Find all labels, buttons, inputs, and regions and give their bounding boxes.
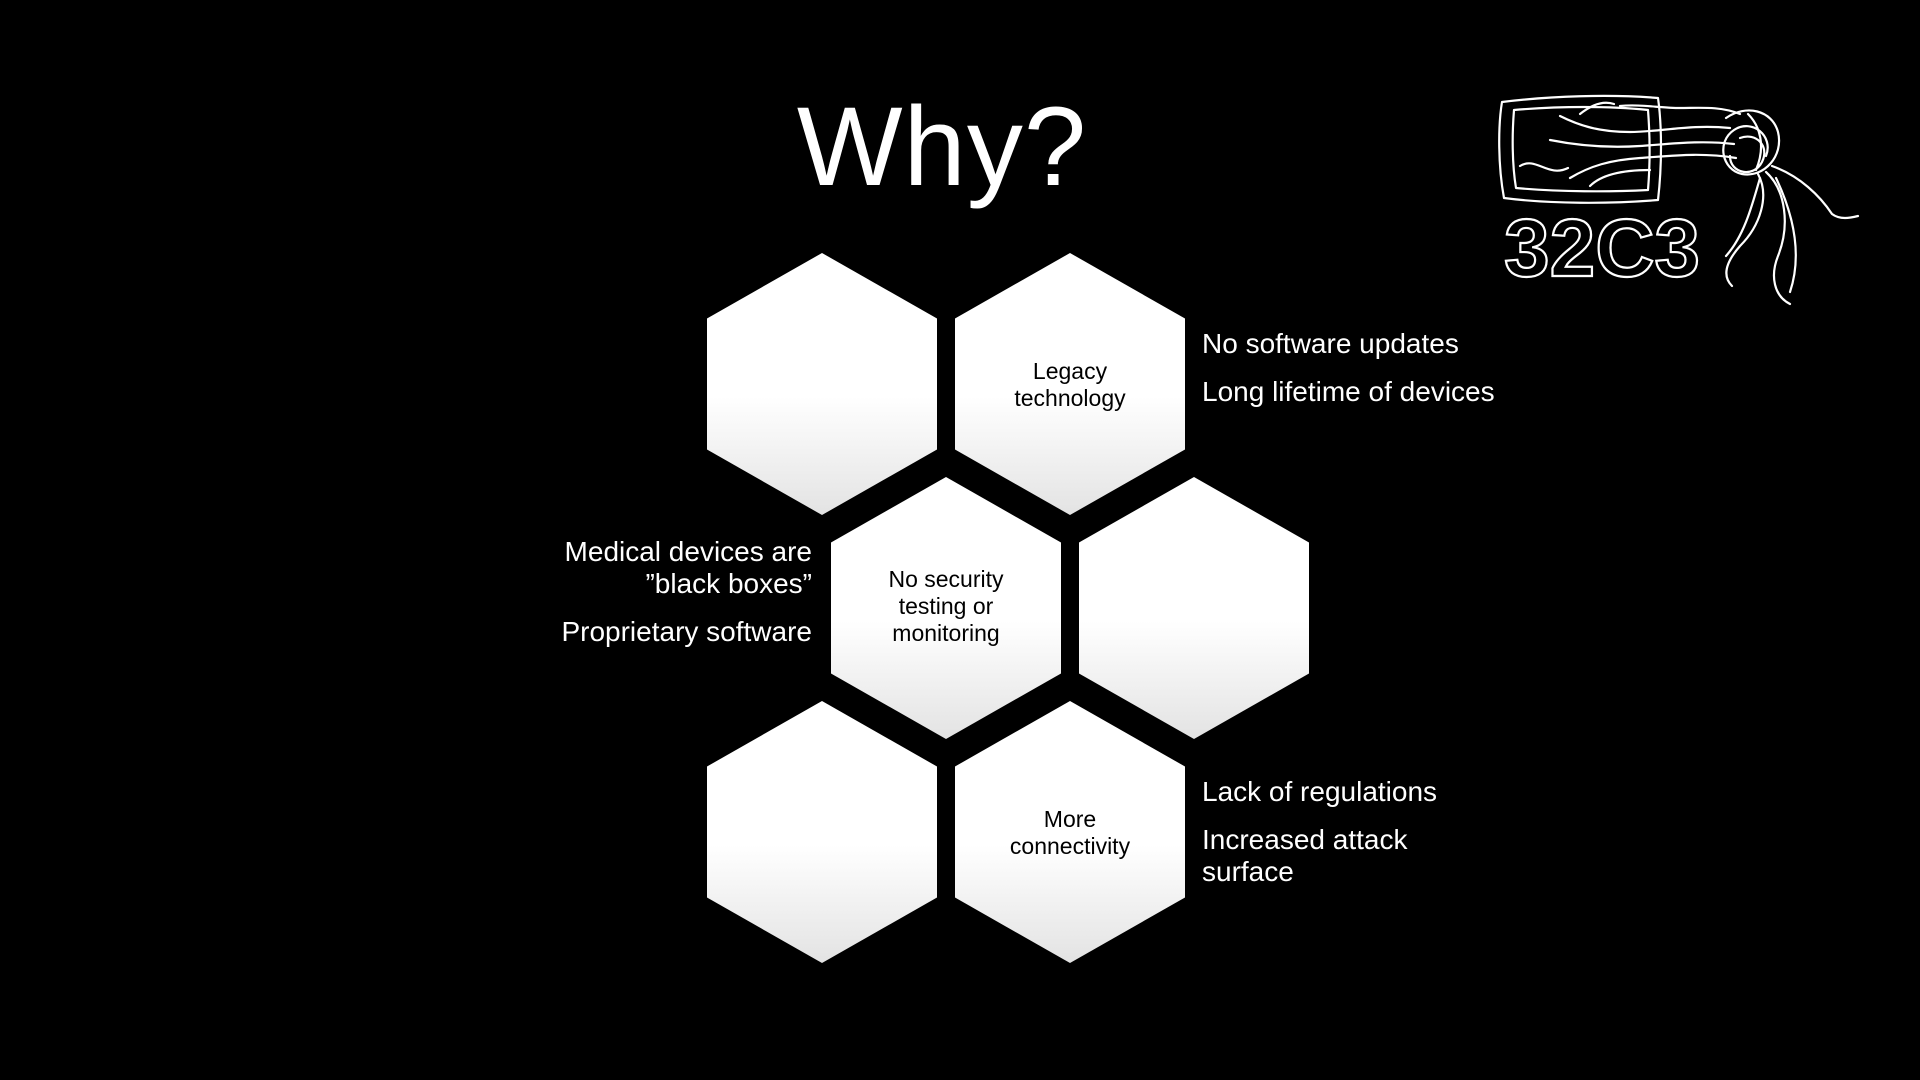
note-long-lifetime: Long lifetime of devices — [1202, 376, 1495, 407]
hex-no-security-testing — [831, 477, 1061, 739]
note-black-boxes: Medical devices are ”black boxes” — [564, 536, 812, 599]
hex-bottom-left — [707, 701, 937, 963]
security-notes: Medical devices are ”black boxes” Propri… — [520, 536, 812, 664]
hex-legacy-technology — [955, 253, 1185, 515]
slide-title: Why? — [796, 84, 1088, 209]
connectivity-notes: Lack of regulations Increased attack sur… — [1202, 776, 1462, 904]
hex-more-connectivity — [955, 701, 1185, 963]
hex-label-legacy-technology: Legacy technology — [1014, 358, 1126, 411]
hex-top-left — [707, 253, 937, 515]
hex-middle-right — [1079, 477, 1309, 739]
note-proprietary-software: Proprietary software — [561, 616, 812, 647]
hex-label-more-connectivity: More connectivity — [1009, 806, 1131, 859]
note-increased-attack-surface: Increased attack surface — [1202, 824, 1408, 887]
hex-label-no-security-testing: No security testing or monitoring — [888, 566, 1004, 646]
note-lack-of-regulations: Lack of regulations — [1202, 776, 1438, 807]
legacy-notes: No software updates Long lifetime of dev… — [1202, 328, 1502, 424]
tangled-cable-logo-icon: 32C3 — [1498, 94, 1860, 306]
note-no-software-updates: No software updates — [1202, 328, 1459, 359]
svg-text:32C3: 32C3 — [1504, 203, 1700, 294]
